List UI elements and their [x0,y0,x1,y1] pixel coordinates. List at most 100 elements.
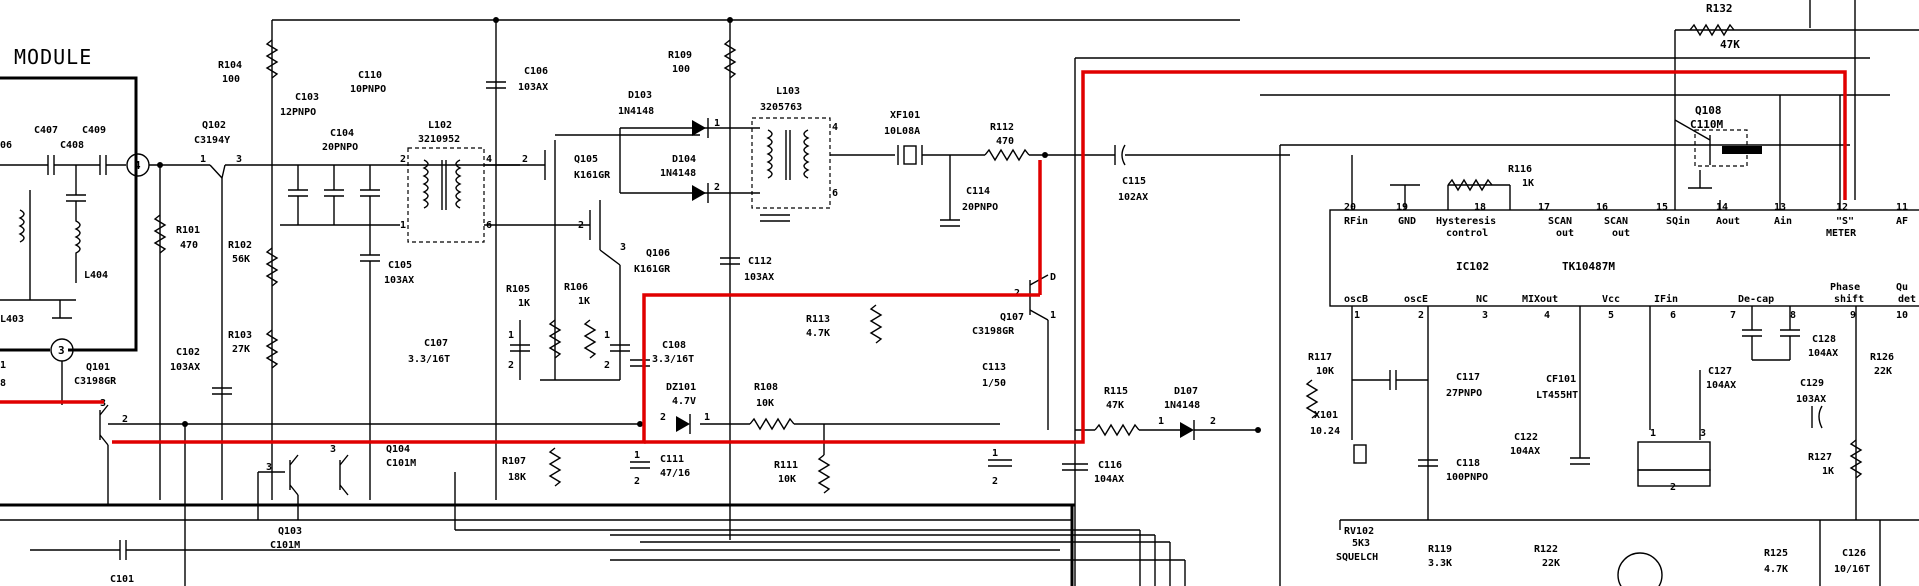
r108-partial-left: 8 [0,378,6,389]
dz101-area: C108 3.3/16T DZ101 4.7V 2 1 R108 10K R11… [630,340,1000,494]
c103-value: 12PNPO [280,107,316,118]
ic-pin11-num: 11 [1896,202,1908,213]
ic-support-components: R117 10K X101 10.24 C117 27PNPO C118 100… [1305,306,1919,521]
r127-ref: R127 [1808,452,1832,463]
c113-pin2: 2 [992,476,998,487]
q106-ref: Q106 [646,248,670,259]
ic-pin18-label2: control [1446,228,1488,239]
r119-value: 3.3K [1428,558,1452,569]
xf101-ref: XF101 [890,110,920,121]
c107-ref: C107 [424,338,448,349]
r113-value: 4.7K [806,328,830,339]
r125-value: 4.7K [1764,564,1788,575]
c406-label: 06 [0,140,12,151]
r119-ref: R119 [1428,544,1452,555]
c122-ref: C122 [1514,432,1538,443]
r109-ref: R109 [668,50,692,61]
r112-value: 470 [996,136,1014,147]
ic-pin12-num: 12 [1836,202,1848,213]
d103-ref: D103 [628,90,652,101]
q107-pin1: 1 [1050,310,1056,321]
ic-pin9-label: Phase [1830,282,1860,293]
c115-ref: C115 [1122,176,1146,187]
ic-pin4-label: MIXout [1522,294,1558,305]
ic-pin6-label: IFin [1654,293,1678,305]
ic-pin1-label: oscB [1344,294,1368,305]
q103-value: C101M [270,540,300,551]
q106-pin3: 3 [620,242,626,253]
q107: Q107 C3198GR 2 D 1 R113 4.7K [806,272,1056,430]
module-box: MODULE 06 C407 C409 C408 L404 L403 4 3 [0,45,150,405]
module-label: MODULE [14,45,92,69]
ic-pin3-num: 3 [1482,310,1488,321]
ic-pin15-label: SQin [1666,215,1690,227]
r116-ref: R116 [1508,164,1532,175]
r105-r106: R105 1K R106 1K 1 2 1 2 C107 3.3/16T [408,282,630,380]
r115-d107: R115 47K D107 1N4148 1 2 C116 104AX [1062,386,1261,485]
node-4: 4 [134,159,141,172]
r122-ref: R122 [1534,544,1558,555]
r101-ref: R101 [176,225,200,236]
c115-value: 102AX [1118,192,1148,203]
q105-value: K161GR [574,170,611,181]
ic-pin5-num: 5 [1608,310,1614,321]
ic-pin12-label2: METER [1826,228,1857,239]
c407-label: C407 [34,125,58,136]
r108-ref: R108 [754,382,778,393]
cf-pin3: 3 [1700,428,1706,439]
c122-value: 104AX [1510,446,1540,457]
c118-ref: C118 [1456,458,1480,469]
c106: C106 103AX [486,66,548,93]
c408-label: C408 [60,140,84,151]
r102-ref: R102 [228,240,252,251]
ic-pin17-num: 17 [1538,202,1550,213]
r117-ref: R117 [1308,352,1332,363]
ic-pin12-label: "S" [1836,216,1854,227]
r132: R132 47K [1689,2,1740,51]
bottom-bus: C101 [0,424,1186,586]
ic-pin14-num: 14 [1716,202,1728,213]
q102-pin1: 1 [200,154,206,165]
c113-ref: C113 [982,362,1006,373]
x101-value: 10.24 [1310,426,1340,437]
c111-ref: C111 [660,454,684,465]
ic-pin19-label: GND [1398,216,1416,227]
q102-area: R104 100 Q102 C3194Y 1 3 R101 470 R102 5… [149,39,520,500]
c102-ref: C102 [176,347,200,358]
c116-ref: C116 [1098,460,1122,471]
c117-value: 27PNPO [1446,388,1482,399]
ic-pin10-label2: det [1898,294,1916,305]
c116-value: 104AX [1094,474,1124,485]
ic-pin3-label: NC [1476,294,1488,305]
ic-pin7-label: De-cap [1738,294,1774,305]
c128-value: 104AX [1808,348,1838,359]
dz101-pin2: 2 [660,412,666,423]
c114-ref: C114 [966,186,990,197]
ic102: IC102 TK10487M 20 RFin 19 GND 18 Hystere… [1329,95,1919,321]
cf-pin1: 1 [1650,428,1656,439]
l103-pin6: 6 [832,188,838,199]
ic-pin16-label: SCAN [1604,216,1628,227]
r104-ref: R104 [218,60,242,71]
xf101-value: 10L08A [884,126,920,137]
r108-value: 10K [756,398,774,409]
rv102-name: SQUELCH [1336,552,1378,563]
c112-ref: C112 [748,256,772,267]
q102-pin3: 3 [236,154,242,165]
ic-pin11-label: AF [1896,216,1908,227]
r106-ref: R106 [564,282,588,293]
c111-value: 47/16 [660,468,690,479]
l404-label: L404 [84,270,108,281]
c104-value: 20PNPO [322,142,358,153]
c129-ref: C129 [1800,378,1824,389]
r111-value: 10K [778,474,796,485]
ic-pin9-num: 9 [1850,310,1856,321]
c126-ref: C126 [1842,548,1866,559]
r116-value: 1K [1522,178,1534,189]
q102-value: C3194Y [194,135,230,146]
d107-ref: D107 [1174,386,1198,397]
cf-pin2: 2 [1670,482,1676,493]
q101-ref: Q101 [86,362,110,373]
c128-ref: C128 [1812,334,1836,345]
r126-value: 22K [1874,366,1892,377]
